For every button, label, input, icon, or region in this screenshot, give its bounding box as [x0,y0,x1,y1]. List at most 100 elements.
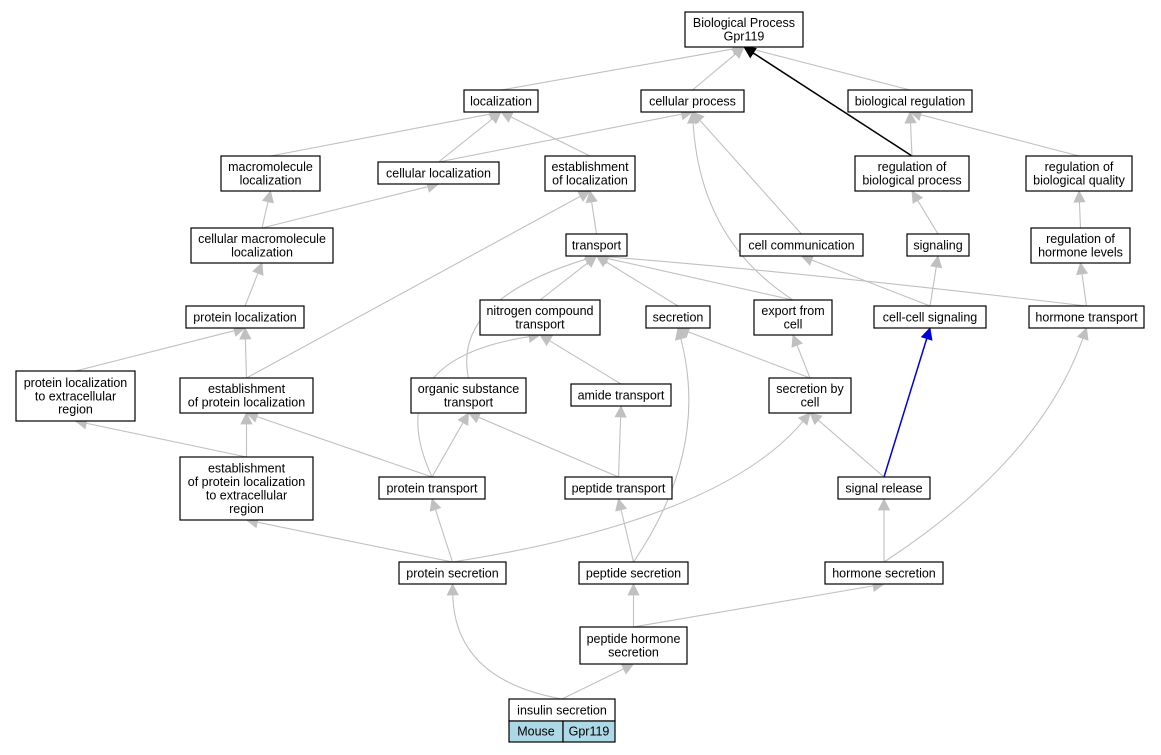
edge-line [500,48,734,91]
node-box [739,233,864,257]
node-label-line: export from [761,304,824,318]
node-label-line: amide transport [578,388,665,402]
edge-line [438,118,493,163]
edge-line [261,186,428,229]
edge-line [270,113,491,157]
node-sec[interactable]: secretion [645,305,711,329]
edge-sec-to-tr [595,255,679,307]
node-label-line: cell [801,396,820,410]
node-box [220,155,321,192]
node-cc[interactable]: cell communication [739,233,864,257]
edge-eplec-to-epl [240,412,253,457]
edge-line [452,594,563,700]
node-box [873,305,987,329]
node-label-line: of protein localization [188,475,305,489]
node-ht[interactable]: hormone transport [1028,305,1145,329]
node-label-line: macromolecule [228,160,313,174]
edge-peps-to-sec [633,327,690,563]
node-label-line: regulation of [878,160,947,174]
node-box [479,299,601,336]
edge-line [617,416,622,478]
edge-arrowhead [457,412,469,426]
node-box [378,476,486,500]
edge-line [257,521,453,563]
edge-ps-to-eplec [245,516,453,563]
node-cp[interactable]: cellular process [640,89,745,113]
node-box [565,233,628,257]
node-pl[interactable]: protein localization [185,305,305,329]
node-label-line: regulation of [1045,160,1114,174]
node-box [564,476,673,500]
edge-line [246,195,581,379]
edge-arrowhead [797,412,811,426]
edge-loc-to-bp [500,42,745,91]
node-pt[interactable]: protein transport [378,476,486,500]
node-br[interactable]: biological regulation [847,89,973,113]
node-box [398,561,507,585]
edge-line [692,122,794,301]
node-label-line: transport [572,238,622,252]
node-box [854,155,970,192]
node-label-line: localization [470,94,532,108]
node-loc[interactable]: localization [463,89,539,113]
node-hs[interactable]: hormone secretion [824,561,944,585]
edge-line [434,509,454,563]
node-box [753,299,833,336]
node-label-line: nitrogen compound [486,304,593,318]
edge-line [605,261,679,307]
node-sr[interactable]: signal release [837,476,931,500]
edge-pl-to-cmml [244,262,264,307]
node-ccs[interactable]: cell-cell signaling [873,305,987,329]
node-peps[interactable]: peptide secretion [578,561,689,585]
node-sig[interactable]: signaling [906,233,970,257]
node-tr[interactable]: transport [565,233,628,257]
node-label-line: of protein localization [188,396,305,410]
edge-at-to-nct [539,334,622,385]
edge-rbp-to-br [904,111,917,157]
edge-hs-to-sr [877,498,891,562]
edge-br-to-bp [743,43,911,91]
edge-line [920,114,1080,157]
node-box [377,161,500,185]
edge-arrowhead [691,111,705,125]
edge-arrowhead [261,190,274,204]
node-box [684,11,804,48]
edge-ins-to-ps [446,583,563,700]
node-cl[interactable]: cellular localization [377,161,500,185]
node-label-line: biological process [862,174,961,188]
edge-line [633,585,874,628]
edge-line [917,200,939,235]
edge-line [633,338,690,563]
edge-cc-to-cp [691,111,802,235]
edge-line [86,422,247,458]
edge-line [688,331,811,379]
edge-phs-to-peps [627,583,640,627]
node-label-line: cell communication [748,238,854,252]
node-at[interactable]: amide transport [570,383,672,407]
node-label-line: transport [515,318,565,332]
edge-line [261,201,269,229]
edge-line [478,416,619,478]
node-pept[interactable]: peptide transport [564,476,673,500]
node-label-line: regulation of [1046,232,1115,246]
edge-arrowhead [585,190,598,204]
edge-line [452,421,804,563]
node-ps[interactable]: protein secretion [398,561,507,585]
edge-efc-to-tr [595,252,794,301]
